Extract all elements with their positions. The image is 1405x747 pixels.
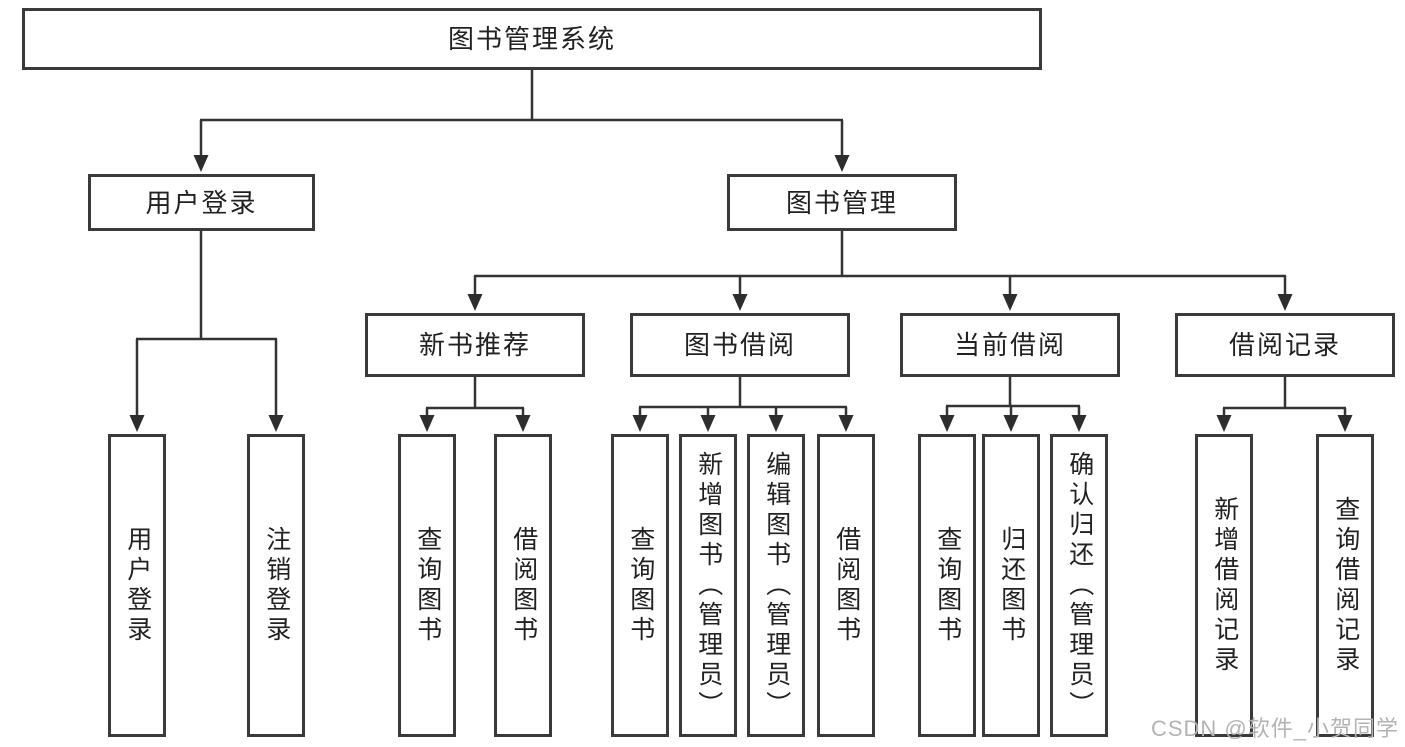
leaf-current-confirm-return-admin: 确认归还（管理员） — [1050, 434, 1108, 737]
node-borrow-records: 借阅记录 — [1175, 313, 1395, 377]
node-user-login: 用户登录 — [88, 174, 315, 231]
node-new-book-recommend: 新书推荐 — [365, 313, 585, 377]
csdn-watermark: CSDN @软件_小贺同学 — [1150, 716, 1399, 741]
leaf-borrow-query-books: 查询图书 — [611, 434, 669, 737]
leaf-current-return-books: 归还图书 — [982, 434, 1040, 737]
node-book-management: 图书管理 — [727, 174, 957, 231]
leaf-borrow-borrow-books: 借阅图书 — [817, 434, 875, 737]
arrowheads — [129, 155, 1353, 432]
node-library-management-system: 图书管理系统 — [22, 8, 1042, 70]
node-current-borrow: 当前借阅 — [900, 313, 1120, 377]
leaf-recommend-query-books: 查询图书 — [398, 434, 456, 737]
leaf-current-query-books: 查询图书 — [918, 434, 976, 737]
leaf-recommend-borrow-books: 借阅图书 — [494, 434, 552, 737]
leaf-user-login: 用户登录 — [108, 434, 166, 737]
leaf-records-add-record: 新增借阅记录 — [1195, 434, 1253, 737]
leaf-logout: 注销登录 — [247, 434, 305, 737]
leaf-borrow-add-books-admin: 新增图书（管理员） — [679, 434, 737, 737]
node-book-borrow: 图书借阅 — [630, 313, 850, 377]
leaf-records-query-record: 查询借阅记录 — [1316, 434, 1374, 737]
leaf-borrow-edit-books-admin: 编辑图书（管理员） — [747, 434, 805, 737]
